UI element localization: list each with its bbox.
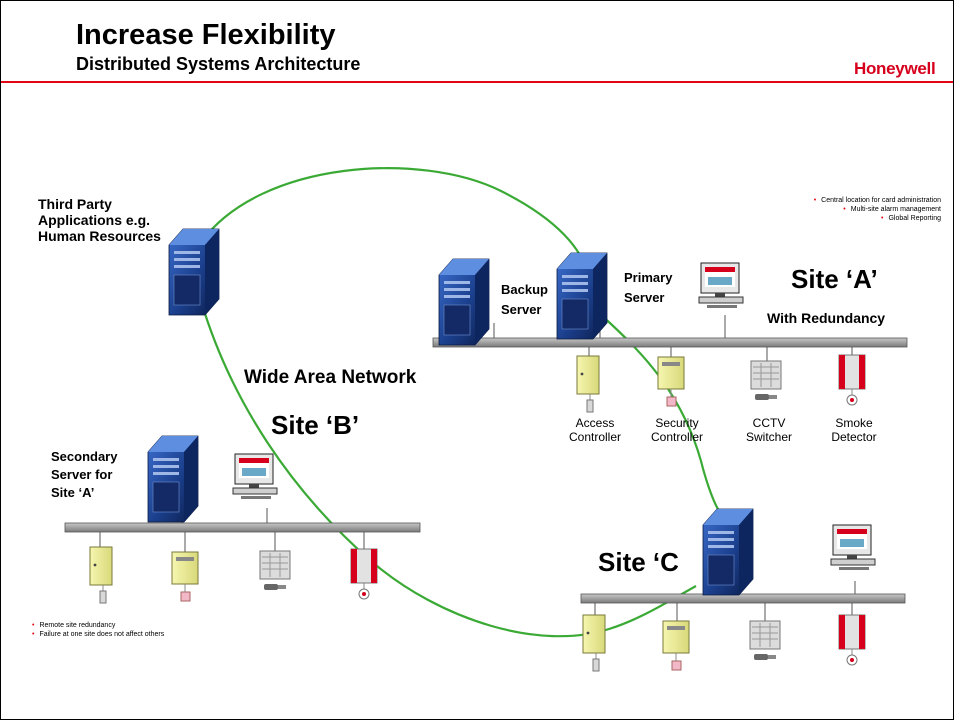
access-line-1: Access xyxy=(575,416,615,430)
cctv-line-1: CCTV xyxy=(752,416,786,430)
secondary-server-icon xyxy=(147,435,199,523)
primary-line-2: Server xyxy=(624,289,665,305)
site-b-smoke-detector-icon xyxy=(350,548,378,600)
site-a-cctv-switcher-icon xyxy=(750,360,782,401)
smoke-detector-caption: Smoke Detector xyxy=(809,416,899,445)
wan-label: Wide Area Network xyxy=(244,367,417,388)
site-c-smoke-detector-icon xyxy=(838,614,866,666)
top-bullet-1-text: Central location for card administration xyxy=(821,197,941,204)
top-bullet-2: •Multi-site alarm management xyxy=(843,206,941,214)
primary-line-1: Primary xyxy=(624,270,673,285)
top-bullet-1: •Central location for card administratio… xyxy=(813,197,941,204)
cctv-line-2: Switcher xyxy=(745,430,792,445)
site-c-security-controller-icon xyxy=(662,620,690,671)
secondary-server-label: Secondary Server for Site ‘A’ xyxy=(51,448,117,503)
site-a-sublabel: With Redundancy xyxy=(767,310,886,326)
third-party-server-icon xyxy=(168,228,220,316)
site-c-cctv-switcher-icon xyxy=(749,620,781,661)
security-line-1: Security xyxy=(655,416,699,430)
access-line-2: Controller xyxy=(568,430,622,445)
site-a-bus xyxy=(432,337,908,348)
cctv-switcher-caption: CCTV Switcher xyxy=(724,416,814,445)
third-party-line-3: Human Resources xyxy=(38,228,161,245)
site-b-access-controller-icon xyxy=(89,546,113,604)
site-b-workstation-icon xyxy=(232,453,278,500)
top-bullets: •Central location for card administratio… xyxy=(814,196,941,223)
bottom-bullet-2: •Failure at one site does not affect oth… xyxy=(32,631,165,639)
third-party-line-2: Applications e.g. xyxy=(38,212,151,229)
site-b-bus xyxy=(64,522,421,533)
site-c-access-controller-icon xyxy=(582,614,606,672)
top-bullet-3: •Global Reporting xyxy=(881,215,941,223)
site-c-server-icon xyxy=(702,508,754,596)
backup-server-icon xyxy=(438,258,490,346)
site-c-label: Site ‘C xyxy=(598,547,679,577)
slide-title: Increase Flexibility xyxy=(76,19,336,51)
third-party-line-1: Third Party xyxy=(38,196,112,212)
security-controller-caption: Security Controller xyxy=(632,416,722,445)
site-c-bus xyxy=(580,593,906,604)
slide-subtitle: Distributed Systems Architecture xyxy=(76,54,361,74)
bottom-bullet-1: •Remote site redundancy xyxy=(32,622,116,629)
smoke-line-1: Smoke xyxy=(835,416,873,430)
site-a-smoke-detector-icon xyxy=(838,354,866,406)
site-a-access-controller-icon xyxy=(576,355,600,413)
bottom-bullet-1-text: Remote site redundancy xyxy=(39,622,116,629)
access-controller-caption: Access Controller xyxy=(550,416,640,445)
bottom-bullet-2-text: Failure at one site does not affect othe… xyxy=(39,631,165,639)
primary-server-icon xyxy=(556,252,608,340)
primary-server-label: Primary Server xyxy=(624,268,672,307)
third-party-label: Third Party Applications e.g. Human Reso… xyxy=(38,196,161,244)
site-b-label: Site ‘B’ xyxy=(271,410,360,440)
backup-line-1: Backup xyxy=(501,282,548,297)
bottom-bullets: •Remote site redundancy •Failure at one … xyxy=(32,621,164,639)
top-bullet-2-text: Multi-site alarm management xyxy=(850,206,941,214)
smoke-line-2: Detector xyxy=(831,430,877,445)
secondary-line-1: Secondary xyxy=(51,449,118,464)
site-b-cctv-switcher-icon xyxy=(259,550,291,591)
backup-line-2: Server xyxy=(501,301,542,317)
site-a-security-controller-icon xyxy=(657,356,685,407)
site-a-label: Site ‘A’ xyxy=(791,264,878,294)
site-a-workstation-icon xyxy=(698,262,744,309)
site-b-security-controller-icon xyxy=(171,551,199,602)
top-bullet-3-text: Global Reporting xyxy=(888,215,941,223)
honeywell-logo: Honeywell xyxy=(854,59,936,78)
site-c-workstation-icon xyxy=(830,524,876,571)
secondary-line-2: Server for xyxy=(51,467,113,483)
backup-server-label: Backup Server xyxy=(501,280,548,319)
header-rule xyxy=(1,81,953,83)
security-line-2: Controller xyxy=(650,430,704,445)
secondary-line-3: Site ‘A’ xyxy=(51,485,95,501)
